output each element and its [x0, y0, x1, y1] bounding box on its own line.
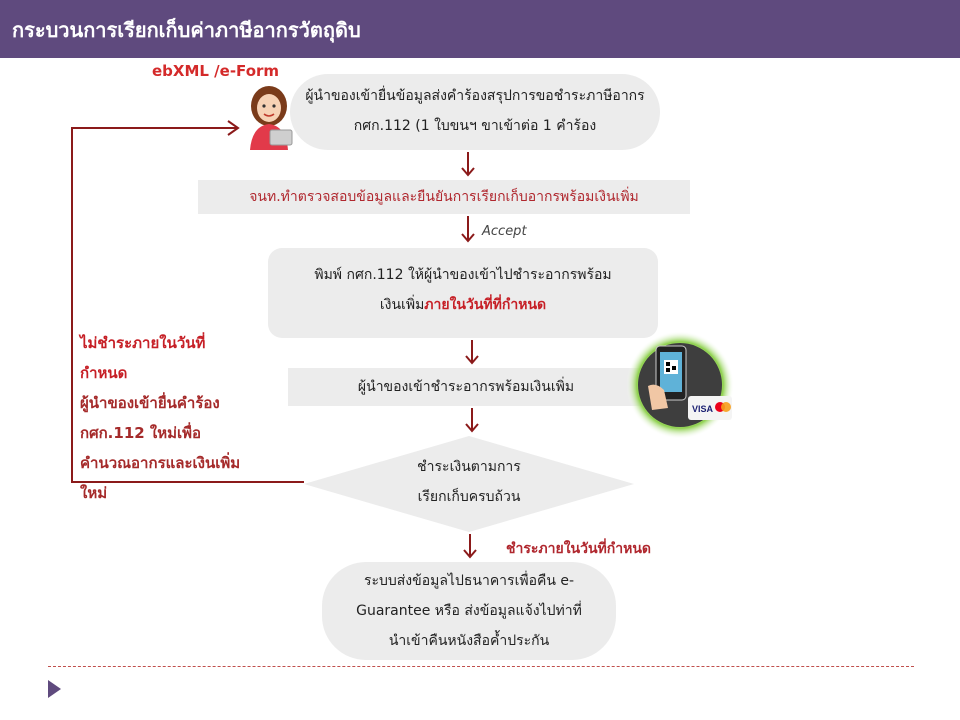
side-note-line5: คำนวณอากรและเงินเพิ่ม: [80, 454, 241, 472]
step-print-line2: เงินเพิ่มภายในวันที่ที่กำหนด: [268, 290, 658, 320]
pay-on-time-label: ชำระภายในวันที่กำหนด: [506, 541, 651, 557]
svg-text:VISA: VISA: [692, 404, 714, 414]
play-icon[interactable]: [48, 680, 61, 698]
side-note-line6: ใหม่: [80, 484, 108, 502]
step-submit-line2: กศก.112 (1 ใบขนฯ ขาเข้าต่อ 1 คำร้อง: [353, 118, 597, 134]
side-note-line3: ผู้นำของเข้ายื่นคำร้อง: [80, 394, 220, 412]
side-note-line1: ไม่ชำระภายในวันที่: [80, 334, 206, 352]
ebxml-label: ebXML /e-Form: [152, 62, 280, 80]
step-final-line3: นำเข้าคืนหนังสือค้ำประกัน: [388, 633, 550, 649]
decision-diamond: [304, 436, 634, 532]
deadline-highlight: ภายในวันที่ที่กำหนด: [424, 297, 547, 313]
side-note-line4: กศก.112 ใหม่เพื่อ: [80, 424, 202, 442]
step-verify: จนท.ทำตรวจสอบข้อมูลและยืนยันการเรียกเก็บ…: [198, 180, 690, 214]
step-print-form: พิมพ์ กศก.112 ให้ผู้นำของเข้าไปชำระอากรพ…: [268, 248, 658, 338]
step-submit-request: ผู้นำของเข้ายื่นข้อมูลส่งคำร้องสรุปการขอ…: [290, 74, 660, 150]
decision-text: ชำระเงินตามการ เรียกเก็บครบถ้วน: [304, 452, 634, 512]
decision-line1: ชำระเงินตามการ: [417, 459, 521, 475]
arrow-down-icon: [461, 152, 475, 177]
step-pay: ผู้นำของเข้าชำระอากรพร้อมเงินเพิ่ม: [288, 368, 644, 406]
step-submit-line1: ผู้นำของเข้ายื่นข้อมูลส่งคำร้องสรุปการขอ…: [305, 88, 645, 104]
footer-divider: [48, 666, 914, 667]
side-note: ไม่ชำระภายในวันที่ กำหนด ผู้นำของเข้ายื่…: [80, 328, 295, 508]
step-final: ระบบส่งข้อมูลไปธนาคารเพื่อคืน e- Guarant…: [322, 562, 616, 660]
arrow-down-icon: [463, 534, 477, 559]
mobile-payment-icon: VISA: [626, 331, 734, 439]
step-final-line2: Guarantee หรือ ส่งข้อมูลแจ้งไปท่าที่: [356, 603, 582, 619]
decision-line2: เรียกเก็บครบถ้วน: [417, 489, 521, 505]
header-bar: กระบวนการเรียกเก็บค่าภาษีอากรวัตถุดิบ: [0, 0, 960, 58]
loop-back-arrow: [71, 120, 304, 483]
page-title: กระบวนการเรียกเก็บค่าภาษีอากรวัตถุดิบ: [12, 18, 361, 42]
arrow-down-icon: [465, 340, 479, 365]
side-note-line2: กำหนด: [80, 364, 128, 382]
step-print-line1: พิมพ์ กศก.112 ให้ผู้นำของเข้าไปชำระอากรพ…: [314, 267, 612, 283]
step-print-line2-a: เงินเพิ่ม: [379, 297, 425, 313]
step-final-line1: ระบบส่งข้อมูลไปธนาคารเพื่อคืน e-: [363, 573, 575, 589]
arrow-down-icon: [465, 408, 479, 433]
accept-label: Accept: [482, 224, 527, 239]
user-avatar-icon: [250, 86, 293, 150]
arrow-down-icon: [461, 216, 475, 243]
